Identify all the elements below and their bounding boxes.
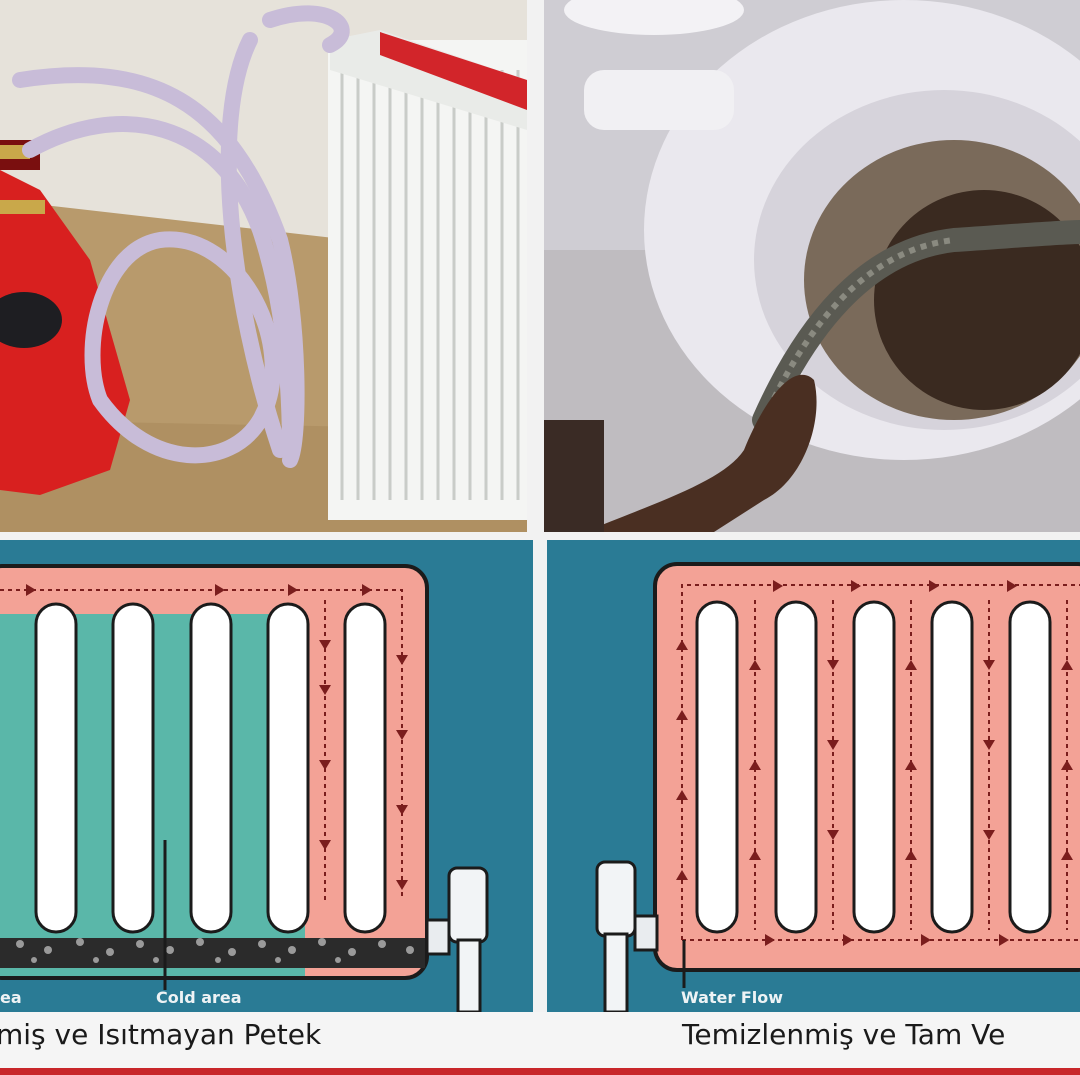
label-cold-area: Cold area xyxy=(156,988,242,1007)
diagram-clogged-radiator: ea Cold area xyxy=(0,540,533,1014)
label-partial-left: ea xyxy=(0,988,22,1007)
photo-toilet-drain xyxy=(544,0,1080,532)
caption-strip xyxy=(0,1012,1080,1075)
photo-radiator-flushing xyxy=(0,0,527,532)
diagram-clean-radiator: Water Flow xyxy=(547,540,1080,1014)
caption-right: Temizlenmiş ve Tam Ve xyxy=(682,1018,1006,1051)
caption-bottom-line xyxy=(0,1068,1080,1075)
label-water-flow: Water Flow xyxy=(681,988,784,1007)
caption-left: miş ve Isıtmayan Petek xyxy=(0,1018,322,1051)
